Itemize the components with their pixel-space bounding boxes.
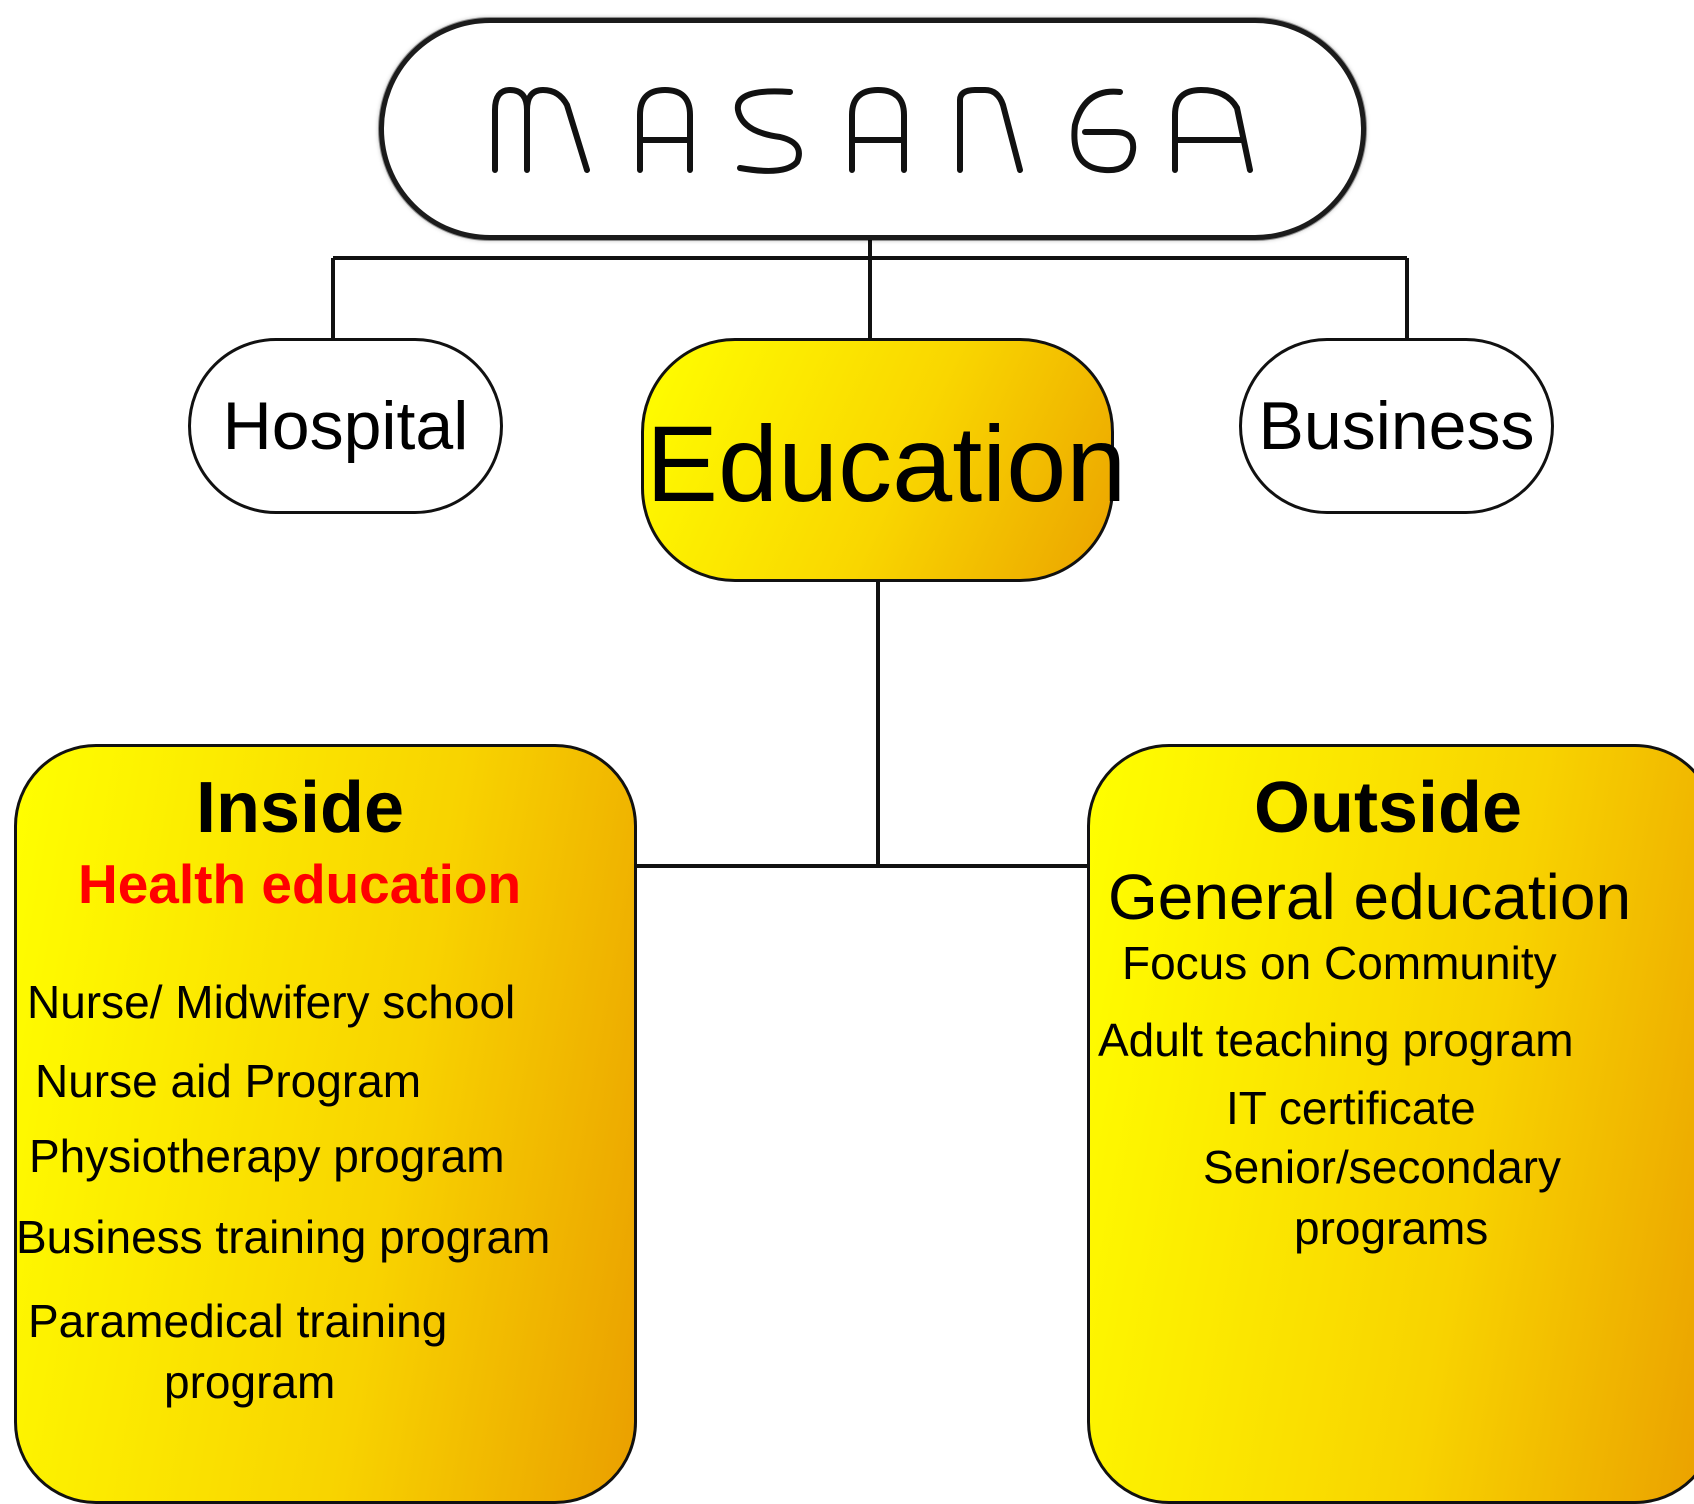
- health-education-label: Health education: [78, 853, 522, 915]
- masanga-logo: [492, 87, 1253, 174]
- general-education-label: General education: [1108, 861, 1632, 933]
- inside-item: Physiotherapy program: [29, 1130, 505, 1182]
- outside-item: Adult teaching program: [1098, 1014, 1574, 1066]
- inside-item: Nurse aid Program: [35, 1055, 422, 1107]
- business-label: Business: [1258, 388, 1535, 464]
- outside-item: programs: [1294, 1202, 1489, 1254]
- business-node: Business: [1239, 338, 1554, 514]
- outside-item: IT certificate: [1226, 1082, 1476, 1134]
- outside-panel: [1087, 744, 1694, 1504]
- masanga-node: [379, 18, 1366, 240]
- education-node: Education: [641, 338, 1126, 582]
- hospital-label: Hospital: [222, 388, 469, 464]
- inside-title: Inside: [196, 768, 405, 848]
- inside-item: program: [164, 1356, 336, 1408]
- education-label: Education: [646, 403, 1127, 524]
- inside-item: Business training program: [16, 1211, 551, 1263]
- outside-item: Senior/secondary: [1203, 1141, 1561, 1193]
- outside-title: Outside: [1254, 768, 1523, 848]
- inside-item: Nurse/ Midwifery school: [27, 976, 516, 1028]
- inside-item: Paramedical training: [28, 1295, 448, 1347]
- focus-on-community-label: Focus on Community: [1122, 937, 1557, 989]
- inside-panel: [14, 744, 637, 1504]
- hospital-node: Hospital: [188, 338, 503, 514]
